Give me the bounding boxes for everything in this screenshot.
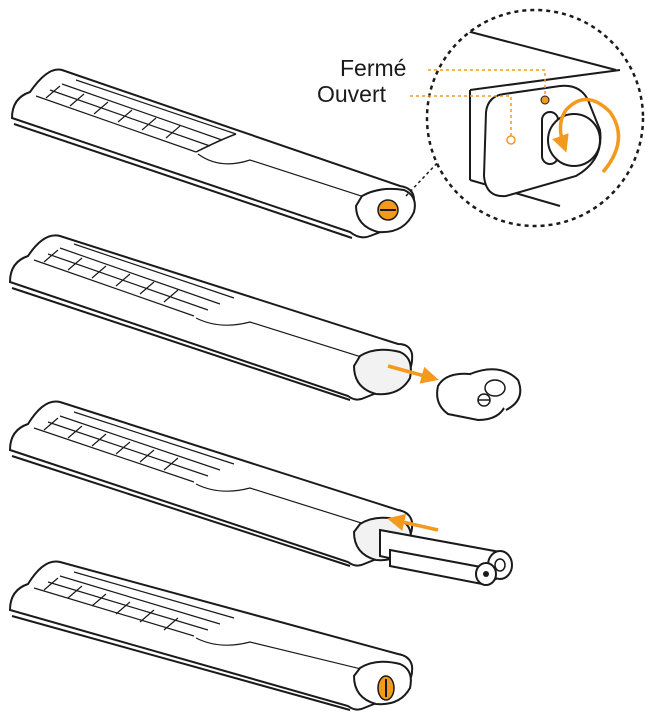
label-closed: Fermé: [340, 55, 406, 81]
rotate-arrow-icon: [552, 97, 621, 174]
zoom-callout: Fermé Ouvert: [317, 8, 645, 228]
remote-body: [8, 234, 414, 401]
remove-arrow-icon: [387, 364, 439, 384]
insert-arrow-icon: [387, 513, 439, 532]
remote-body: [8, 560, 414, 711]
remote-keypad: [33, 571, 235, 637]
step-1-remote: [10, 68, 441, 239]
step-3-remote: [8, 400, 513, 586]
open-battery-compartment: [352, 348, 412, 396]
open-leader-line: [410, 95, 512, 136]
step-4-remote: [8, 560, 414, 711]
label-open: Ouvert: [317, 81, 387, 107]
closed-leader-line: [428, 69, 546, 100]
battery-pair: [379, 528, 513, 586]
remote-keypad: [33, 243, 235, 317]
remote-keypad: [35, 79, 237, 153]
rotation-knob: [547, 113, 601, 167]
detached-cap: [436, 368, 522, 422]
remote-body: [8, 400, 414, 567]
remote-keypad: [33, 411, 235, 483]
step-2-remote: [8, 234, 522, 422]
